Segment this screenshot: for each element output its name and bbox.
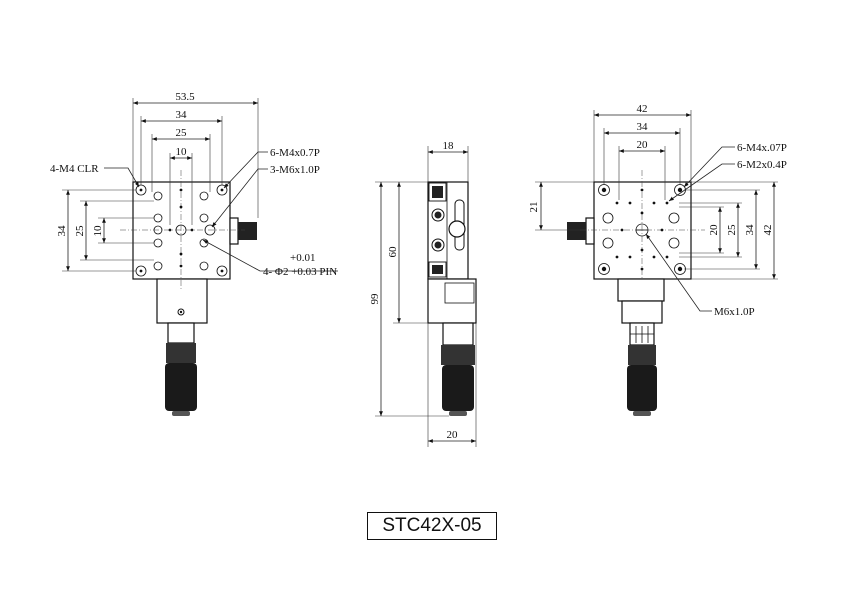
rear-dim-21: 21 [528, 202, 540, 213]
rear-holes [598, 184, 686, 275]
side-mount-block [427, 278, 477, 324]
rear-stage-plate [593, 181, 692, 280]
rear-callout-m2: 6-M2x0.4P [737, 159, 787, 171]
rear-dim-20: 20 [637, 139, 649, 151]
front-side-knob-grip [238, 222, 257, 240]
rear-dim-34: 34 [637, 121, 649, 133]
side-micrometer-sleeve [441, 345, 475, 365]
front-dim-25: 25 [176, 127, 188, 139]
rear-dim-side-20: 20 [708, 224, 720, 236]
front-dim-53-5: 53.5 [175, 91, 195, 103]
rear-micrometer-sleeve [628, 345, 656, 365]
rear-callout-m6: M6x1.0P [714, 306, 755, 318]
front-side-knob [229, 217, 239, 245]
front-dim-side-34: 34 [56, 225, 68, 237]
front-micrometer-thimble [165, 363, 197, 411]
front-callout-clr: 4-M4 CLR [50, 163, 99, 175]
front-micrometer-mount [156, 278, 208, 324]
rear-dim-42: 42 [637, 103, 648, 115]
side-view: 18 60 99 20 [369, 140, 477, 447]
side-micrometer-thimble [442, 365, 474, 411]
rear-view: 42 34 20 21 20 25 34 42 6-M4x.07P 6-M2x0… [528, 103, 787, 416]
rear-side-knob-grip [567, 222, 586, 240]
side-dim-18: 18 [443, 140, 455, 152]
front-callout-pin: 4- Φ2 +0.03 PIN [263, 266, 337, 278]
rear-callout-m4: 6-M4x.07P [737, 142, 787, 154]
rear-dim-side-34: 34 [744, 224, 756, 236]
side-dim-60: 60 [387, 246, 399, 258]
front-callout-m6: 3-M6x1.0P [270, 164, 320, 176]
front-stage-plate [132, 181, 231, 280]
rear-dim-side-25: 25 [726, 224, 738, 236]
front-dim-side-10: 10 [92, 225, 104, 237]
model-label: STC42X-05 [367, 512, 497, 540]
side-dim-99: 99 [369, 293, 381, 305]
front-dim-side-25: 25 [74, 225, 86, 237]
rear-side-knob [585, 217, 595, 245]
front-dim-34: 34 [176, 109, 188, 121]
front-view: 53.5 34 25 10 34 25 10 4-M4 CLR 6-M4x0.7… [50, 91, 338, 416]
front-callout-tol-upper: +0.01 [290, 252, 315, 264]
front-callout-m4: 6-M4x0.7P [270, 147, 320, 159]
side-dim-20: 20 [447, 429, 459, 441]
front-micrometer-barrel [167, 322, 195, 344]
rear-micrometer-mount [617, 278, 665, 302]
front-micrometer-sleeve [166, 343, 196, 363]
front-dim-10: 10 [176, 146, 188, 158]
rear-micrometer-thimble [627, 365, 657, 411]
rear-dim-side-42: 42 [762, 225, 774, 236]
rear-micrometer-body [621, 300, 663, 324]
side-micrometer-barrel [442, 322, 474, 346]
